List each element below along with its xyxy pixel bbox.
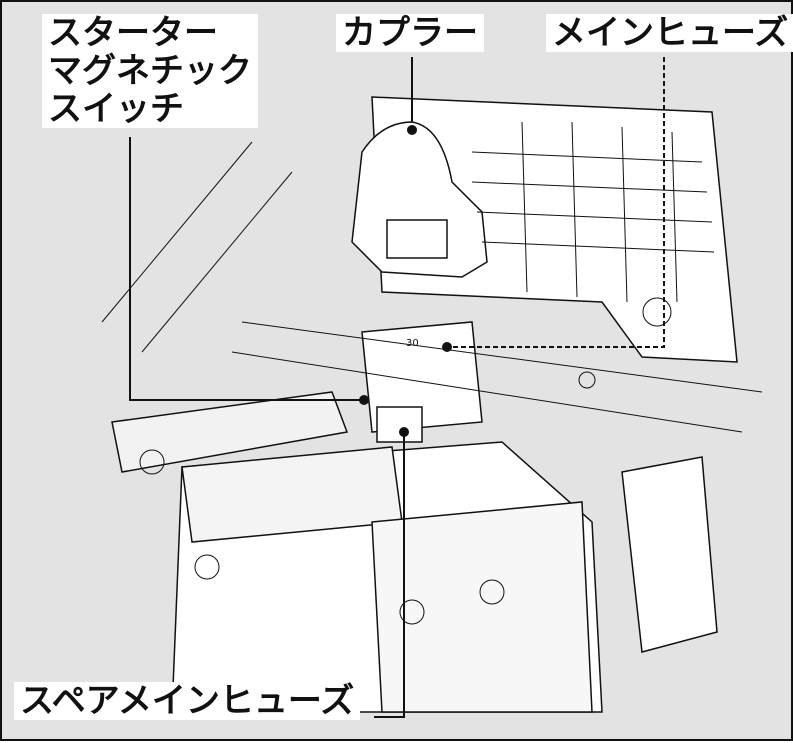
coupler-body: [351, 121, 488, 278]
label-starter-line-2: マグネチック: [48, 51, 252, 91]
fuse-box-panel: [371, 96, 738, 363]
label-starter-line-3: スイッチ: [48, 89, 184, 129]
fuse-rating-text: 30: [406, 338, 419, 349]
coupler-socket: [386, 219, 448, 259]
label-starter-line-1: スターター: [48, 13, 218, 53]
leader-starter: [129, 137, 362, 401]
leader-main-fuse: [450, 57, 665, 348]
pointer-coupler: [407, 125, 417, 135]
label-main-fuse: メインヒューズ: [546, 14, 793, 52]
pointer-spare: [399, 427, 409, 437]
bracket-left: [111, 391, 349, 473]
label-spare-main-fuse: スペアメインヒューズ: [14, 682, 361, 720]
pointer-main-fuse: [442, 342, 452, 352]
pointer-starter: [359, 395, 369, 405]
leader-spare: [374, 434, 405, 718]
right-connector: [621, 456, 718, 653]
label-starter-magnetic-switch: スターター マグネチック スイッチ: [42, 14, 258, 128]
label-coupler: カプラー: [336, 14, 484, 52]
spare-fuse: [376, 406, 423, 443]
battery-front: [371, 501, 593, 713]
